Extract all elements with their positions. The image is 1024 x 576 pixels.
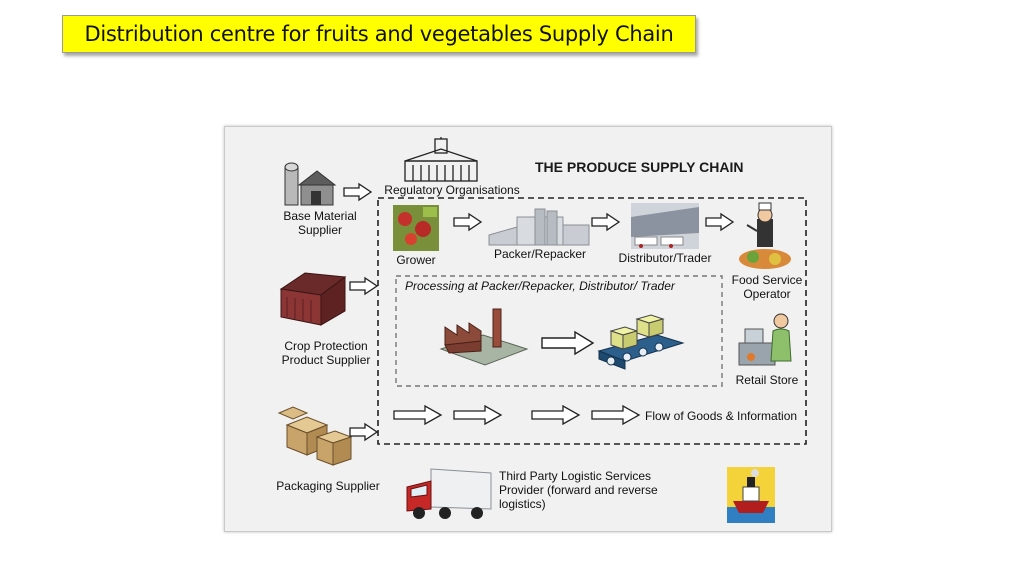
arrow-right-icon (349, 422, 379, 442)
regulatory-label: Regulatory Organisations (384, 183, 520, 197)
processing-boundary (395, 275, 723, 387)
crop-protection-label: Crop Protection Product Supplier (281, 339, 371, 367)
distributor-depot-icon (631, 203, 699, 249)
food-service-label: Food Service Operator (731, 273, 803, 301)
arrow-right-icon (591, 212, 621, 232)
distributor-label: Distributor/Trader (618, 251, 712, 265)
factory-icon (439, 308, 529, 366)
grower-produce-icon (393, 205, 439, 251)
packer-warehouse-icon (488, 208, 590, 246)
diagram-panel: THE PRODUCE SUPPLY CHAIN Regulatory Orga… (224, 126, 832, 532)
third-party-label: Third Party Logistic Services Provider (… (499, 469, 658, 511)
packer-label: Packer/Repacker (493, 247, 587, 261)
arrow-right-icon (541, 330, 595, 356)
base-material-label: Base Material Supplier (283, 209, 357, 237)
slide-title-box: Distribution centre for fruits and veget… (62, 15, 696, 53)
retail-store-label: Retail Store (735, 373, 799, 387)
packaging-label: Packaging Supplier (276, 479, 380, 493)
farm-silo-icon (284, 162, 337, 206)
arrow-right-icon (531, 404, 581, 426)
crop-protection-barn-icon (279, 272, 347, 326)
arrow-right-icon (349, 276, 379, 296)
arrow-right-icon (705, 212, 735, 232)
arrow-right-icon (453, 212, 483, 232)
delivery-truck-icon (406, 468, 492, 519)
arrow-right-icon (343, 182, 373, 202)
retail-cashier-icon (738, 313, 792, 366)
grower-label: Grower (396, 253, 436, 267)
processing-label: Processing at Packer/Repacker, Distribut… (405, 279, 675, 293)
cardboard-boxes-icon (277, 406, 353, 466)
conveyor-boxes-icon (597, 314, 685, 370)
arrow-right-icon (393, 404, 443, 426)
arrow-right-icon (591, 404, 641, 426)
diagram-heading: THE PRODUCE SUPPLY CHAIN (535, 159, 744, 175)
food-service-chef-icon (739, 202, 791, 269)
arrow-right-icon (453, 404, 503, 426)
flow-label: Flow of Goods & Information (645, 409, 798, 423)
cargo-ship-icon (727, 467, 775, 523)
regulatory-building-icon (404, 137, 478, 182)
supply-chain-boundary (377, 197, 807, 445)
slide-title: Distribution centre for fruits and veget… (84, 22, 674, 46)
